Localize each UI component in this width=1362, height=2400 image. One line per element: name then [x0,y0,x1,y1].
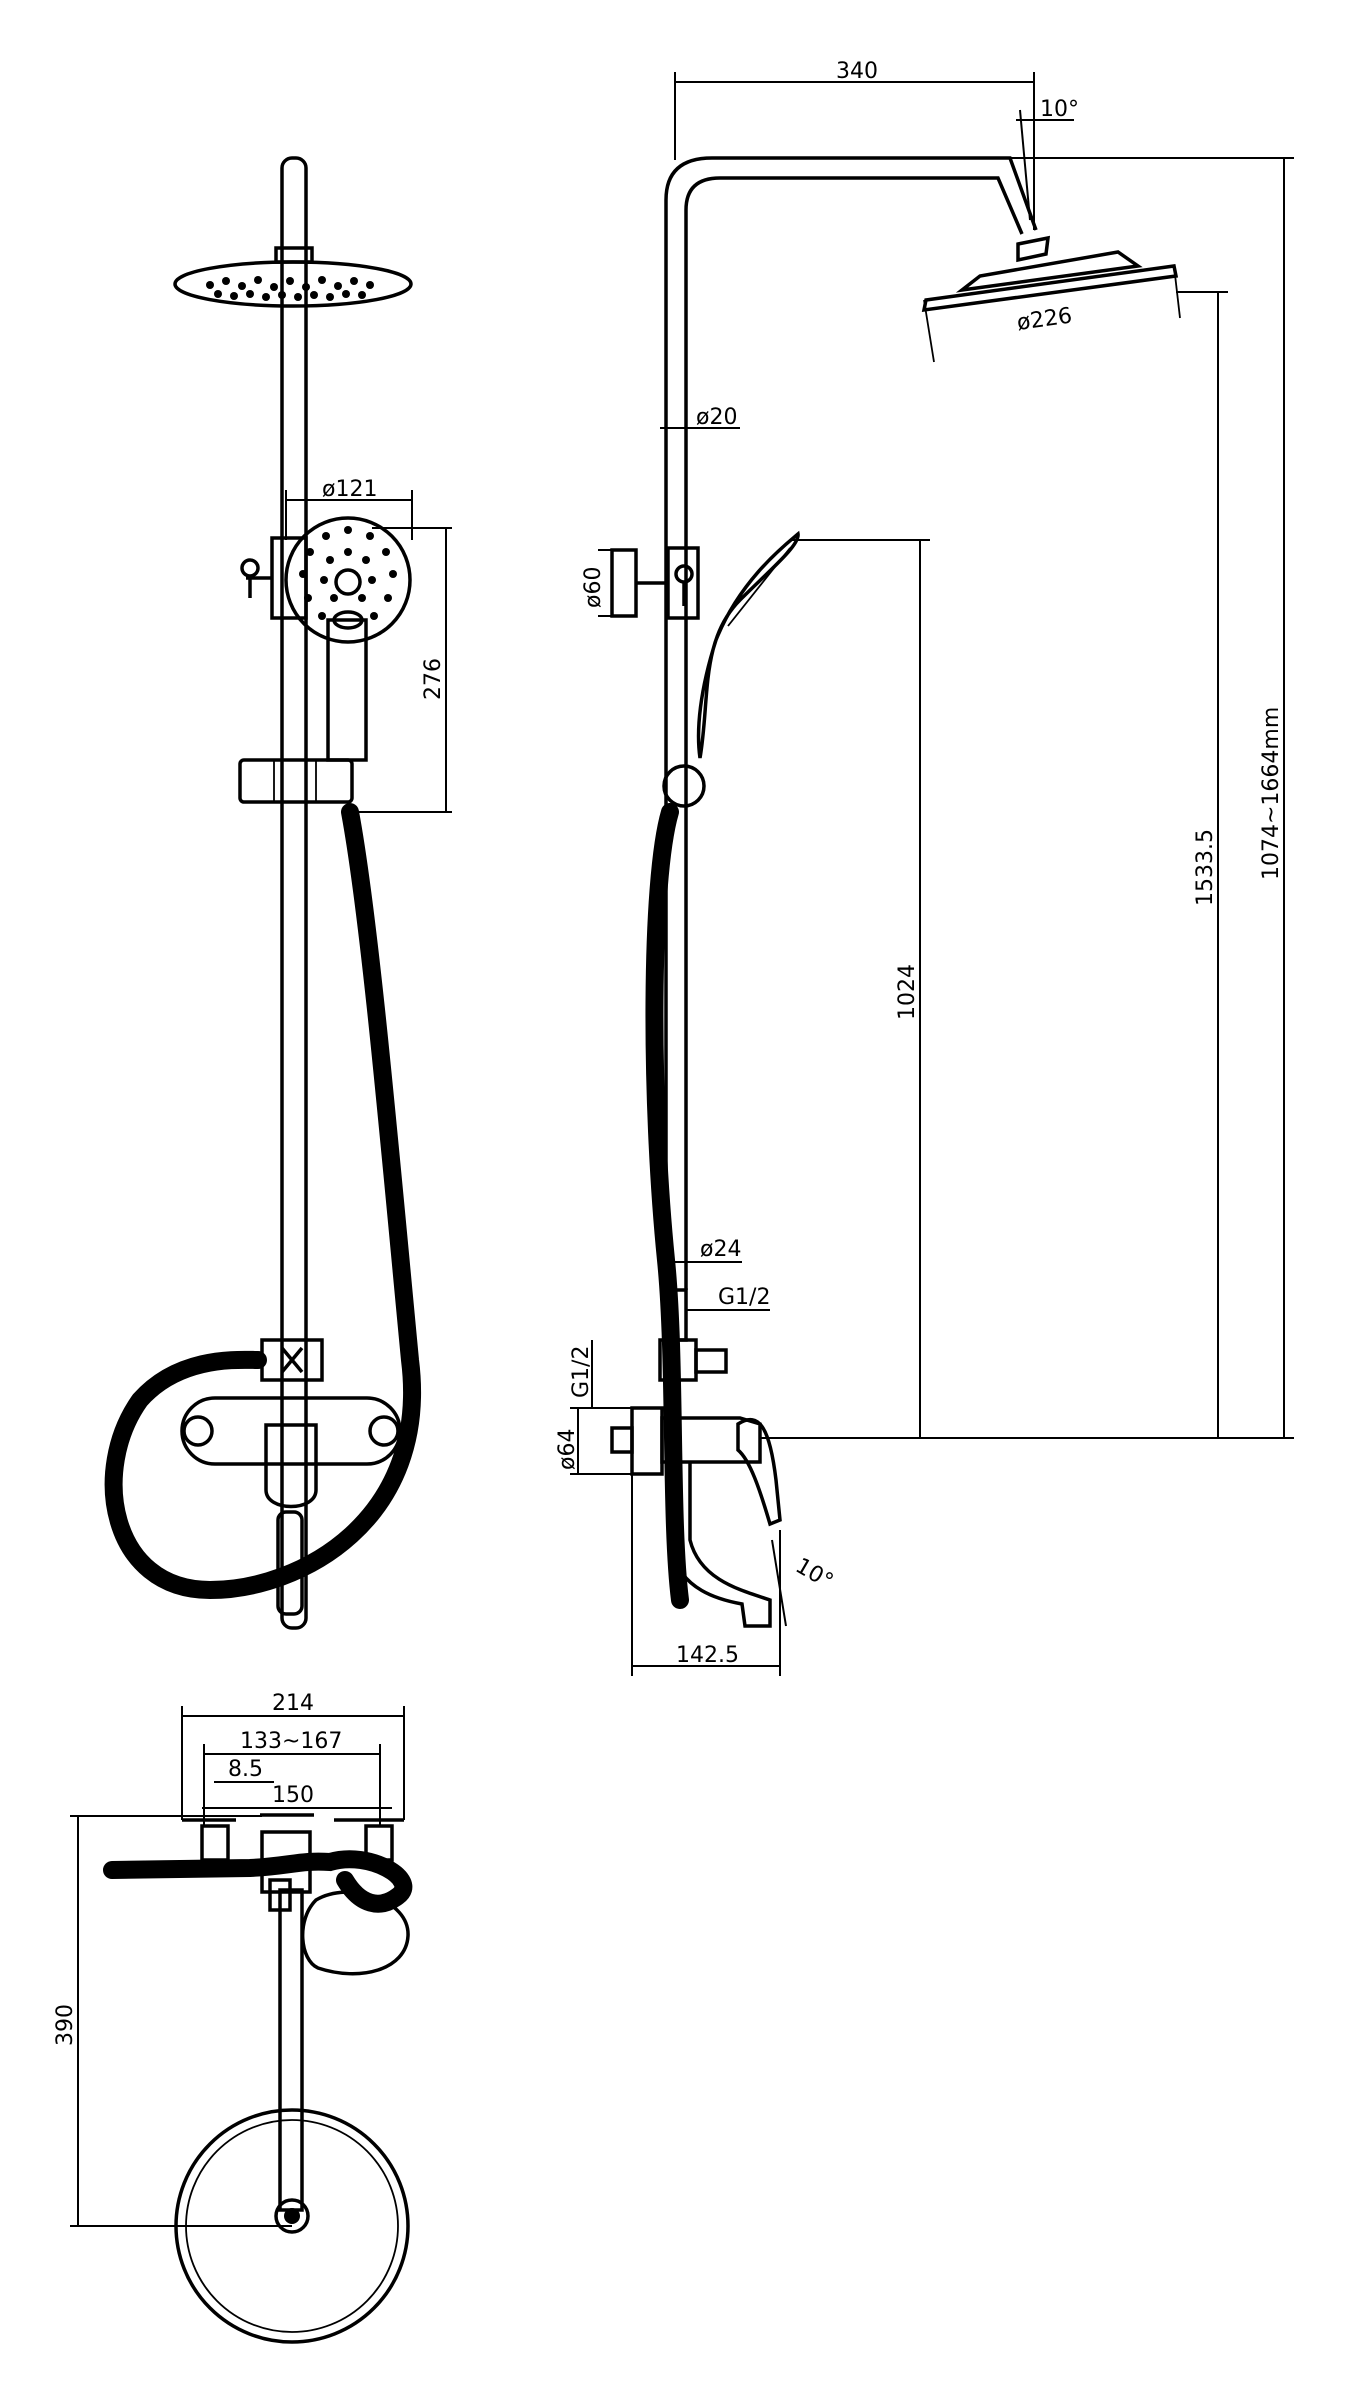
label-spout-angle: 10° [791,1554,837,1595]
side-riser-and-arm [664,156,1038,1290]
label-holder-diameter: ø60 [581,567,606,608]
label-hand-shower-length: 276 [421,658,446,700]
label-spout-projection: 142.5 [676,1643,739,1668]
label-escutcheon-diameter: ø64 [555,1429,580,1470]
label-arm-angle: 10° [1040,97,1079,122]
front-hose [104,803,421,1600]
label-slide-height: 1024 [895,964,920,1020]
dimension-labels: 340 10° ø226 ø20 ø121 276 ø60 1024 1533.… [53,59,1284,2046]
top-riser [278,1888,304,2212]
front-hand-shower-handle [326,618,368,762]
label-inlet-centers: 133~167 [240,1729,342,1754]
front-overhead-nozzles [206,276,374,301]
side-overhead-shower [921,235,1181,363]
label-offset: 8.5 [228,1757,263,1782]
label-overhead-diameter: ø226 [1015,303,1073,335]
side-escutcheon [630,1406,664,1476]
side-mixer-body [660,1416,762,1464]
label-wall-depth: 390 [53,2004,78,2046]
label-overhead-height: 1533.5 [1193,829,1218,906]
side-view [610,156,1181,1628]
side-hose [645,803,689,1609]
top-mixer-body [260,1830,312,1894]
label-total-height: 1074~1664mm [1259,707,1284,880]
front-overhead-shower [173,260,413,308]
side-spout [670,1462,772,1628]
side-slide-knob [662,764,706,808]
front-holder-knob [240,558,260,578]
label-pipe-diameter-top: ø20 [696,405,737,430]
label-pipe-diameter-bottom: ø24 [700,1237,741,1262]
front-mixer-body [180,1396,402,1466]
front-mixer-lever [264,1423,318,1509]
label-outlet-thread: G1/2 [718,1285,770,1310]
label-hand-shower-diameter: ø121 [322,477,377,502]
front-hand-shower-face [284,516,412,644]
front-diverter [260,1338,324,1382]
top-hose [103,1850,413,1913]
label-center-width: 150 [272,1783,314,1808]
label-overall-width: 214 [272,1691,314,1716]
front-riser-rod [280,156,308,1630]
label-arm-reach: 340 [836,59,878,84]
front-slide-bracket [238,758,354,804]
label-inlet-thread: G1/2 [569,1346,594,1398]
front-holder-block [270,536,308,620]
front-view [104,156,421,1630]
front-hand-shower-nozzles [299,526,397,620]
side-mixer-lever [736,1417,782,1527]
dimension-lines [70,72,1294,2227]
top-view [103,1813,413,2344]
side-hand-shower [696,530,800,759]
